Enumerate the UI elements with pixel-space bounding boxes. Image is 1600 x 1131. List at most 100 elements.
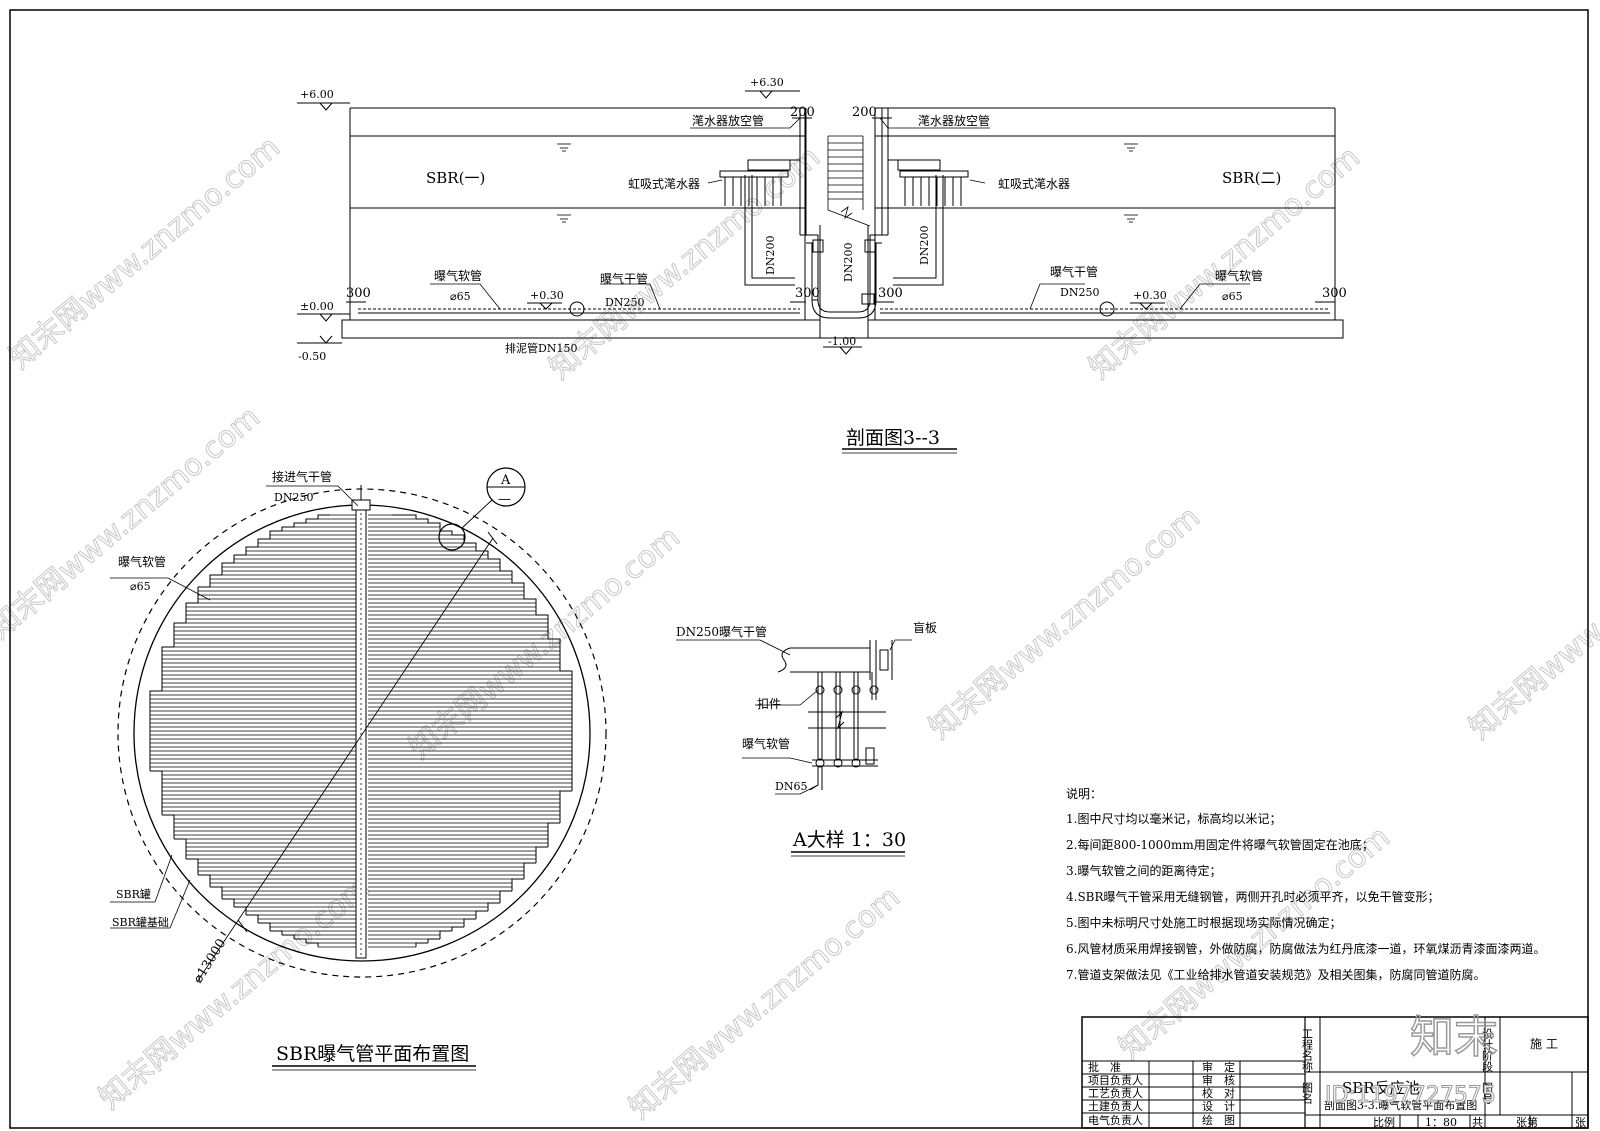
vent-left-label: 滗水器放空管 xyxy=(692,113,764,128)
hose-outline-step xyxy=(535,846,548,851)
hose-outline-step xyxy=(209,574,222,579)
main-right-label: 曝气干管 xyxy=(1050,264,1098,279)
tb-check-4: 设 计 xyxy=(1202,1100,1235,1113)
hose-outline-step xyxy=(547,822,560,827)
hose-outline-step xyxy=(475,910,488,915)
main-left-label: 曝气干管 xyxy=(600,271,648,286)
hose-outline-step xyxy=(428,522,441,527)
hose-left-dia: ⌀65 xyxy=(450,290,471,303)
watermark-text: 知末网www.znzmo.com xyxy=(923,500,1207,746)
detail-hose-label: 曝气软管 xyxy=(742,736,790,751)
hose-outline-step xyxy=(305,518,318,523)
tb-no-label: 图号 xyxy=(1481,1082,1494,1105)
dim-200-right: 200 xyxy=(852,105,877,120)
elev-base: -0.50 xyxy=(298,350,326,363)
note-5: 5.图中未标明尺寸处施工时根据现场实际情况确定； xyxy=(1066,915,1341,930)
notes-block: 说明： 1.图中尺寸均以毫米记，标高均以米记； 2.每间距800-1000mm用… xyxy=(1066,786,1545,982)
hose-outline-step xyxy=(560,670,573,675)
plan-hose-dia: ⌀65 xyxy=(130,580,151,593)
note-7: 7.管道支架做法见《工业给排水管道安装规范》及相关图集，防腐同管道防腐。 xyxy=(1066,967,1485,982)
elev-main-left: +0.30 xyxy=(530,289,564,302)
hose-outline-step xyxy=(416,518,429,523)
hose-outline-step xyxy=(162,814,175,819)
elev-zero: ±0.00 xyxy=(300,300,334,313)
hose-outline-step xyxy=(439,930,452,935)
notes-heading: 说明： xyxy=(1066,786,1102,801)
plan-hose-label: 曝气软管 xyxy=(118,554,166,569)
hose-outline-step xyxy=(559,790,572,795)
hose-outline-step xyxy=(270,930,283,935)
dim-300-d: 300 xyxy=(1322,286,1347,301)
note-3: 3.曝气软管之间的距离待定； xyxy=(1066,863,1221,878)
watermark-text: 知末网www.znzmo.com xyxy=(3,130,287,376)
tb-scale-label: 比例 xyxy=(1373,1115,1395,1129)
plan-tank-label: SBR罐 xyxy=(116,888,151,901)
main-right-dn: DN250 xyxy=(1060,286,1099,299)
hose-outline-step xyxy=(476,550,489,555)
brand-logo: 知末 xyxy=(1410,1012,1498,1063)
hose-outline-step xyxy=(161,646,174,651)
elev-top-mid: +6.30 xyxy=(750,76,784,89)
hose-outline-step xyxy=(415,942,428,947)
hose-outline-step xyxy=(451,926,464,931)
hose-right-label: 曝气软管 xyxy=(1215,268,1263,283)
sludge-pipe-label: 排泥管DN150 xyxy=(505,341,577,355)
tb-drawing-label: 图名 xyxy=(1301,1082,1314,1104)
hose-outline-step xyxy=(269,530,282,535)
pipe-dn-right: DN200 xyxy=(918,226,931,265)
tank-left-label: SBR(一) xyxy=(426,169,485,187)
tb-stage-label: 设计阶段 xyxy=(1481,1028,1494,1073)
detail-main-label: DN250曝气干管 xyxy=(676,624,767,639)
section-labels: +6.00 +6.30 ±0.00 -0.50 +0.30 +0.30 -1.0… xyxy=(298,76,1347,449)
sheet-border xyxy=(9,9,1589,1129)
watermark-text: 知末网www.znzmo.com xyxy=(1463,500,1600,746)
marker-top: A xyxy=(500,473,511,488)
tb-role-1: 批 准 xyxy=(1088,1060,1121,1074)
hose-outline-step xyxy=(523,862,536,867)
hose-outline-step xyxy=(536,614,549,619)
hose-outline-step xyxy=(281,526,294,531)
dim-200-left: 200 xyxy=(790,105,815,120)
tb-total-label: 共 xyxy=(1472,1116,1483,1129)
hose-outline-step xyxy=(463,918,476,923)
hose-outline-step xyxy=(233,554,246,559)
hose-outline-step xyxy=(221,562,234,567)
section-title: 剖面图3--3 xyxy=(846,427,940,449)
hose-right-dia: ⌀65 xyxy=(1222,290,1243,303)
hose-outline-step xyxy=(511,878,524,883)
tb-role-3: 工艺负责人 xyxy=(1088,1086,1143,1100)
detail-labels: DN250曝气干管 盲板 扣件 曝气软管 DN65 A大样 1：30 xyxy=(676,620,937,851)
decanter-left-label: 虹吸式滗水器 xyxy=(628,177,700,191)
plan-title: SBR曝气管平面布置图 xyxy=(276,1043,469,1065)
tb-scale: 1：80 xyxy=(1425,1116,1457,1129)
hose-outline-step xyxy=(548,638,561,643)
elev-main-right: +0.30 xyxy=(1133,289,1167,302)
plan-view xyxy=(110,467,607,1071)
detail-view xyxy=(676,639,912,857)
marker-bottom: — xyxy=(498,492,511,507)
hose-outline-step xyxy=(282,934,295,939)
elev-channel: -1.00 xyxy=(828,335,856,348)
tb-stage: 施 工 xyxy=(1530,1037,1558,1051)
watermark-text: 知末网www.znzmo.com xyxy=(623,880,907,1126)
dim-300-c: 300 xyxy=(878,286,903,301)
hose-outline-step xyxy=(185,602,198,607)
tb-sheet-label: 张第 xyxy=(1516,1115,1538,1129)
tb-check-2: 审 核 xyxy=(1202,1073,1235,1087)
detail-title: A大样 1：30 xyxy=(792,829,906,851)
plan-inlet-label: 接进气干管 xyxy=(272,469,332,484)
detail-clip-label: 扣件 xyxy=(757,697,781,711)
hose-outline-step xyxy=(173,622,186,627)
tb-drawing-sub: 剖面图3-3.曝气软管平面布置图 xyxy=(1324,1098,1477,1112)
elev-top-left: +6.00 xyxy=(300,88,334,101)
hose-outline-step xyxy=(294,938,307,943)
hose-outline-step xyxy=(317,514,330,519)
hose-outline-step xyxy=(174,838,187,843)
hose-outline-step xyxy=(257,538,270,543)
tb-role-5: 电气负责人 xyxy=(1088,1113,1143,1127)
tb-check-5: 绘 图 xyxy=(1202,1113,1235,1127)
hose-outline-step xyxy=(427,938,440,943)
hose-outline-step xyxy=(440,530,453,535)
dim-300-b: 300 xyxy=(795,286,820,301)
plan-inlet-dn: DN250 xyxy=(274,491,313,504)
